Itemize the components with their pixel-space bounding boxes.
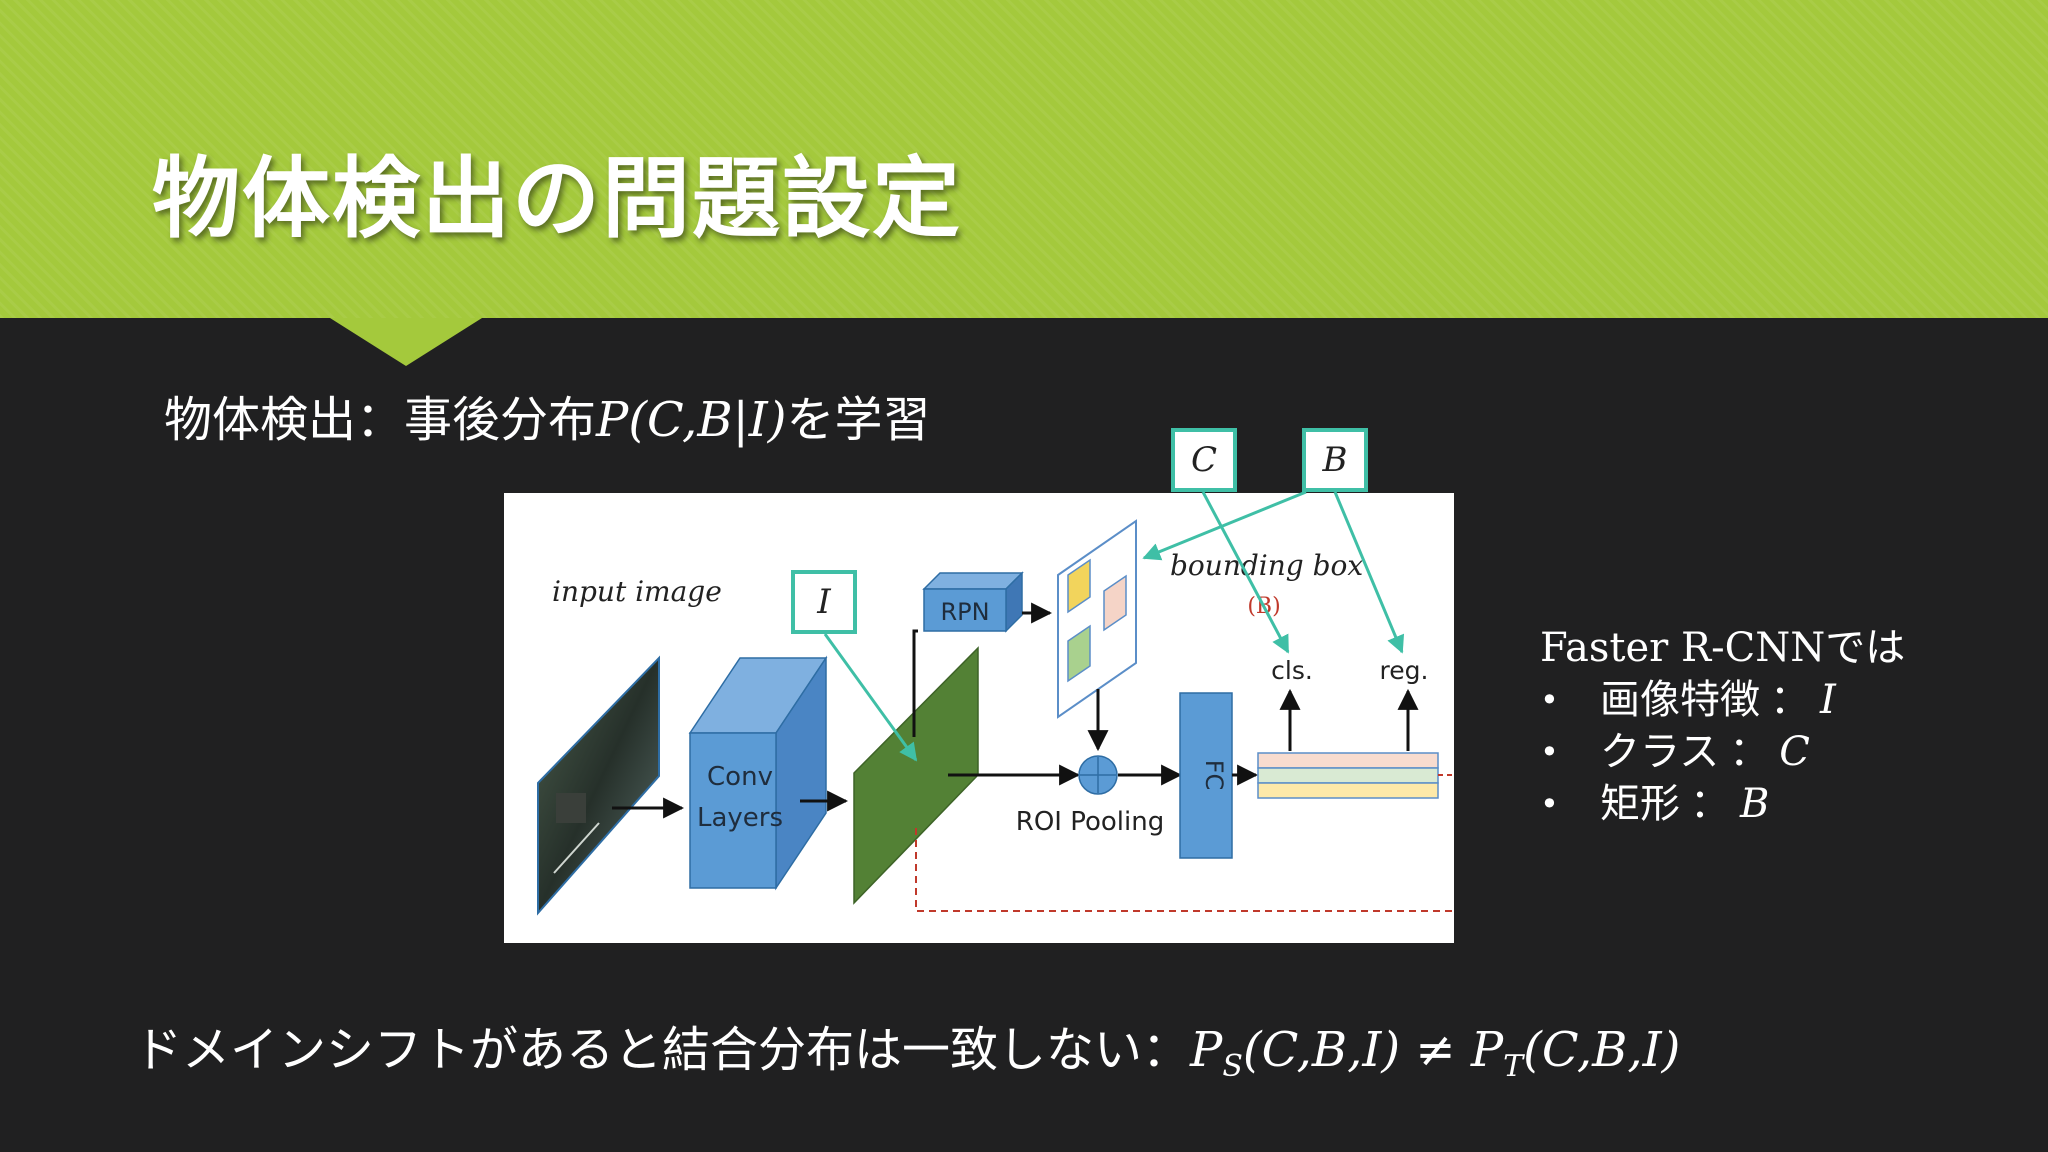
output-vector-2 (1257, 767, 1439, 784)
side-item-sep: ： (1690, 781, 1730, 827)
ps-args: (C,B,I) (1242, 1022, 1401, 1078)
bullet-icon: • (1540, 785, 1559, 823)
side-item-label: 矩形 (1600, 781, 1680, 827)
bounding-box-sub: (B) (1247, 594, 1280, 619)
side-item-sep: ： (1729, 729, 1770, 775)
reg-label: reg. (1380, 656, 1429, 685)
rpn-top-face (922, 572, 1024, 590)
road-line (553, 822, 600, 874)
input-image-label: input image (552, 575, 722, 608)
car-shape (556, 793, 586, 823)
dashed-return-line (915, 828, 1454, 912)
tag-image-feature: I (791, 570, 857, 634)
cls-label: cls. (1271, 656, 1313, 685)
side-heading: Faster R-CNNでは (1540, 625, 1906, 671)
conv-front-face (689, 732, 777, 889)
neq-symbol: ≠ (1400, 1022, 1471, 1078)
task-label: 物体検出：事後分布 (164, 392, 597, 448)
side-panel: Faster R-CNNでは • 画像特徴 ： I • クラス ： C • 矩形… (1540, 622, 1905, 830)
header-notch (330, 318, 482, 366)
task-line: 物体検出：事後分布P(C,B|I)を学習 (164, 380, 930, 450)
slide-header (0, 0, 2048, 318)
rpn-label: RPN (940, 598, 989, 626)
tag-box: B (1302, 428, 1368, 492)
tag-class: C (1171, 428, 1237, 492)
pt-letter: P (1470, 1022, 1504, 1078)
proposals-panel (1057, 519, 1137, 719)
conv-label-2: Layers (697, 803, 783, 833)
side-item-image-feature: • 画像特徴 ： I (1540, 674, 1905, 726)
bounding-box-label: bounding box (1170, 549, 1363, 582)
side-item-var: I (1820, 677, 1836, 723)
output-vector-3 (1257, 782, 1439, 799)
side-item-var: B (1740, 781, 1770, 827)
domain-shift-line: ドメインシフトがあると結合分布は一致しない：PS(C,B,I) ≠ PT(C,B… (134, 1010, 1680, 1084)
pt-symbol: PT(C,B,I) (1470, 1022, 1681, 1084)
side-item-var: C (1779, 729, 1810, 775)
shift-label: ドメインシフトがあると結合分布は一致しない： (134, 1022, 1191, 1078)
proposal-green (1067, 624, 1091, 683)
rpn-block (923, 588, 1007, 632)
conv-label-1: Conv (707, 762, 773, 792)
faster-rcnn-svg: input image Conv Layers RPN ROI Pooli (537, 519, 1454, 916)
faster-rcnn-diagram: input image Conv Layers RPN ROI Pooli (504, 493, 1454, 943)
ps-subscript: S (1222, 1049, 1243, 1084)
ps-letter: P (1190, 1022, 1223, 1078)
input-image (537, 655, 660, 916)
side-item-label: クラス (1600, 729, 1720, 775)
pt-args: (C,B,I) (1523, 1022, 1681, 1078)
proposal-pink (1103, 574, 1127, 632)
bullet-icon: • (1540, 733, 1559, 771)
side-item-class: • クラス ： C (1540, 726, 1905, 778)
fc-label: FC (1200, 760, 1228, 791)
side-item-label: 画像特徴 (1600, 677, 1760, 723)
ps-symbol: PS(C,B,I) (1190, 1022, 1401, 1084)
fc-block (1179, 692, 1233, 859)
slide-title: 物体検出の問題設定 (152, 147, 963, 250)
bullet-icon: • (1540, 681, 1559, 719)
roi-pooling-label: ROI Pooling (1016, 807, 1164, 837)
proposal-yellow (1067, 558, 1091, 614)
side-item-box: • 矩形 ： B (1540, 778, 1905, 830)
pt-subscript: T (1503, 1049, 1524, 1084)
output-vector-1 (1257, 752, 1439, 769)
side-item-sep: ： (1770, 677, 1810, 723)
task-formula: P(C,B|I) (596, 392, 787, 448)
task-suffix: を学習 (786, 392, 931, 448)
